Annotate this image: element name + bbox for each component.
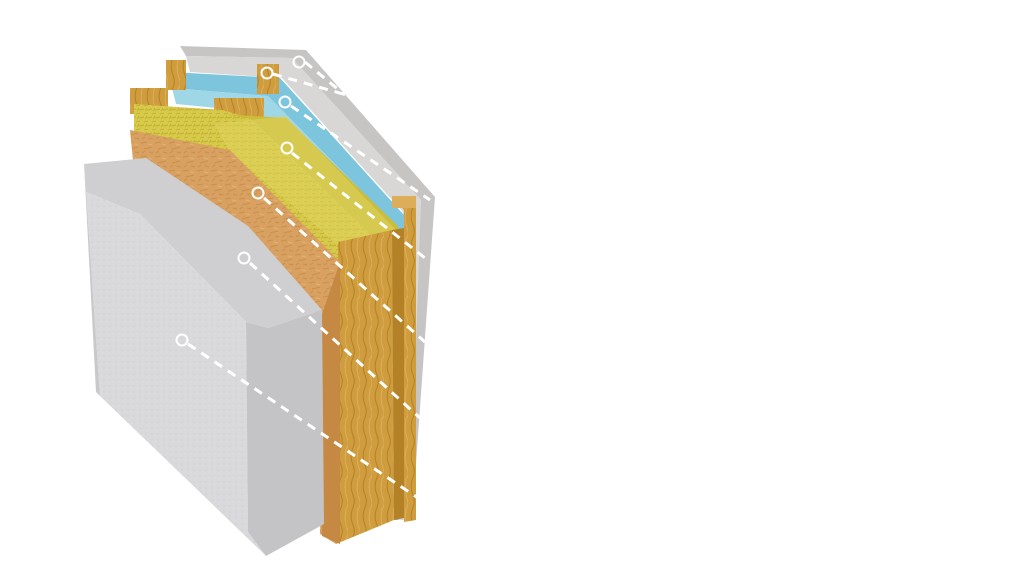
callout-4 xyxy=(280,141,431,264)
blank-label-area xyxy=(470,0,1024,585)
timber-stud-vertical xyxy=(336,196,416,544)
callout-3 xyxy=(278,95,431,202)
circle-marker-icon xyxy=(237,251,251,265)
callout-5 xyxy=(251,186,426,344)
circle-marker-icon xyxy=(280,141,294,155)
circle-marker-icon xyxy=(175,333,189,347)
callout-6 xyxy=(237,251,422,420)
callout-1 xyxy=(292,55,346,97)
circle-marker-icon xyxy=(251,186,265,200)
plaster-board-layer xyxy=(84,158,324,556)
callouts xyxy=(175,55,431,500)
callout-7 xyxy=(175,333,419,500)
circle-marker-icon xyxy=(260,66,274,80)
circle-marker-icon xyxy=(292,55,306,69)
callout-2 xyxy=(260,66,351,98)
circle-marker-icon xyxy=(278,95,292,109)
